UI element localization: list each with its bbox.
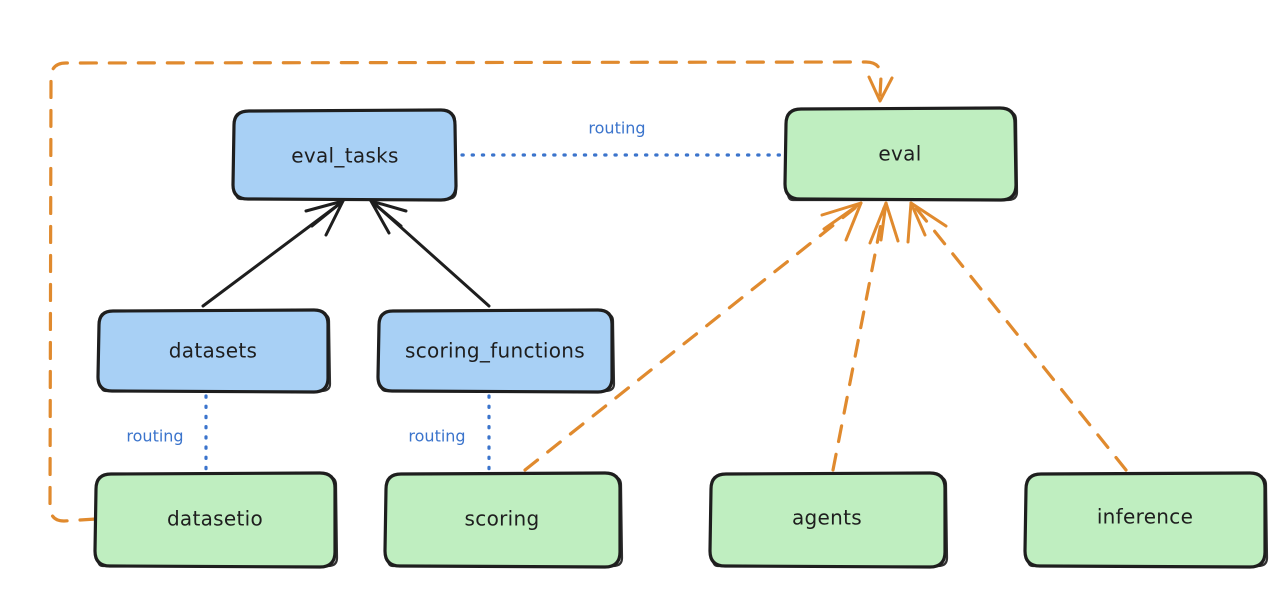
edge-label-routing-scoring_functions-scoring: routing xyxy=(408,427,465,446)
edge-datasetio-eval-arrowhead xyxy=(867,75,894,103)
edge-scoring_functions-eval_tasks xyxy=(369,199,491,308)
edge-label-routing-eval_tasks-eval: routing xyxy=(588,119,645,138)
edge-scoring-eval-line xyxy=(523,206,857,472)
edge-scoring_functions-eval_tasks-arrowhead-barb xyxy=(369,199,403,228)
solid-edges xyxy=(201,199,491,308)
node-eval_tasks-label: eval_tasks xyxy=(291,144,398,168)
node-agents-label: agents xyxy=(792,506,862,530)
node-scoring-box xyxy=(383,471,622,569)
edge-labels: routing routing routing xyxy=(126,119,645,446)
node-datasets-box xyxy=(96,308,330,394)
node-datasetio-label: datasetio xyxy=(167,507,263,531)
node-eval_tasks-box xyxy=(231,108,458,202)
node-inference-box xyxy=(1023,471,1267,569)
node-eval-box xyxy=(783,106,1018,202)
dependency-edges xyxy=(48,60,1128,523)
node-inference[interactable]: inference xyxy=(1023,471,1269,569)
routing-edges xyxy=(204,153,785,472)
edge-inference-eval-arrowhead-barb xyxy=(909,201,927,237)
edge-datasets-eval_tasks-arrowhead-barb xyxy=(310,199,345,228)
node-eval-label: eval xyxy=(878,142,921,166)
edge-scoring-eval-arrowhead-barb xyxy=(822,201,863,231)
node-inference-label: inference xyxy=(1097,505,1193,529)
node-eval[interactable]: eval xyxy=(783,106,1019,202)
node-datasetio[interactable]: datasetio xyxy=(93,471,339,569)
edge-agents-eval-line xyxy=(831,206,886,472)
node-agents[interactable]: agents xyxy=(708,471,949,569)
edge-inference-eval xyxy=(906,201,1128,472)
node-scoring-label: scoring xyxy=(465,507,540,531)
nodes: eval_tasks eval datasets scoring_functio… xyxy=(93,106,1269,569)
edge-agents-eval xyxy=(831,201,900,472)
edge-datasetio-eval xyxy=(48,60,894,523)
edge-datasetio-eval-line xyxy=(48,60,883,523)
node-scoring_functions-label: scoring_functions xyxy=(405,339,585,363)
edge-inference-eval-line xyxy=(914,206,1128,472)
node-scoring_functions-box xyxy=(376,308,614,394)
node-datasetio-box xyxy=(93,471,337,569)
node-datasets[interactable]: datasets xyxy=(96,308,332,394)
node-eval_tasks[interactable]: eval_tasks xyxy=(231,108,458,202)
edge-scoring-eval xyxy=(523,201,863,472)
node-datasets-label: datasets xyxy=(169,339,257,363)
edge-agents-eval-arrowhead-barb xyxy=(879,201,888,242)
edge-label-routing-datasets-datasetio: routing xyxy=(126,427,183,446)
node-agents-box xyxy=(708,471,947,569)
node-scoring[interactable]: scoring xyxy=(383,471,624,569)
node-scoring_functions[interactable]: scoring_functions xyxy=(376,308,616,394)
